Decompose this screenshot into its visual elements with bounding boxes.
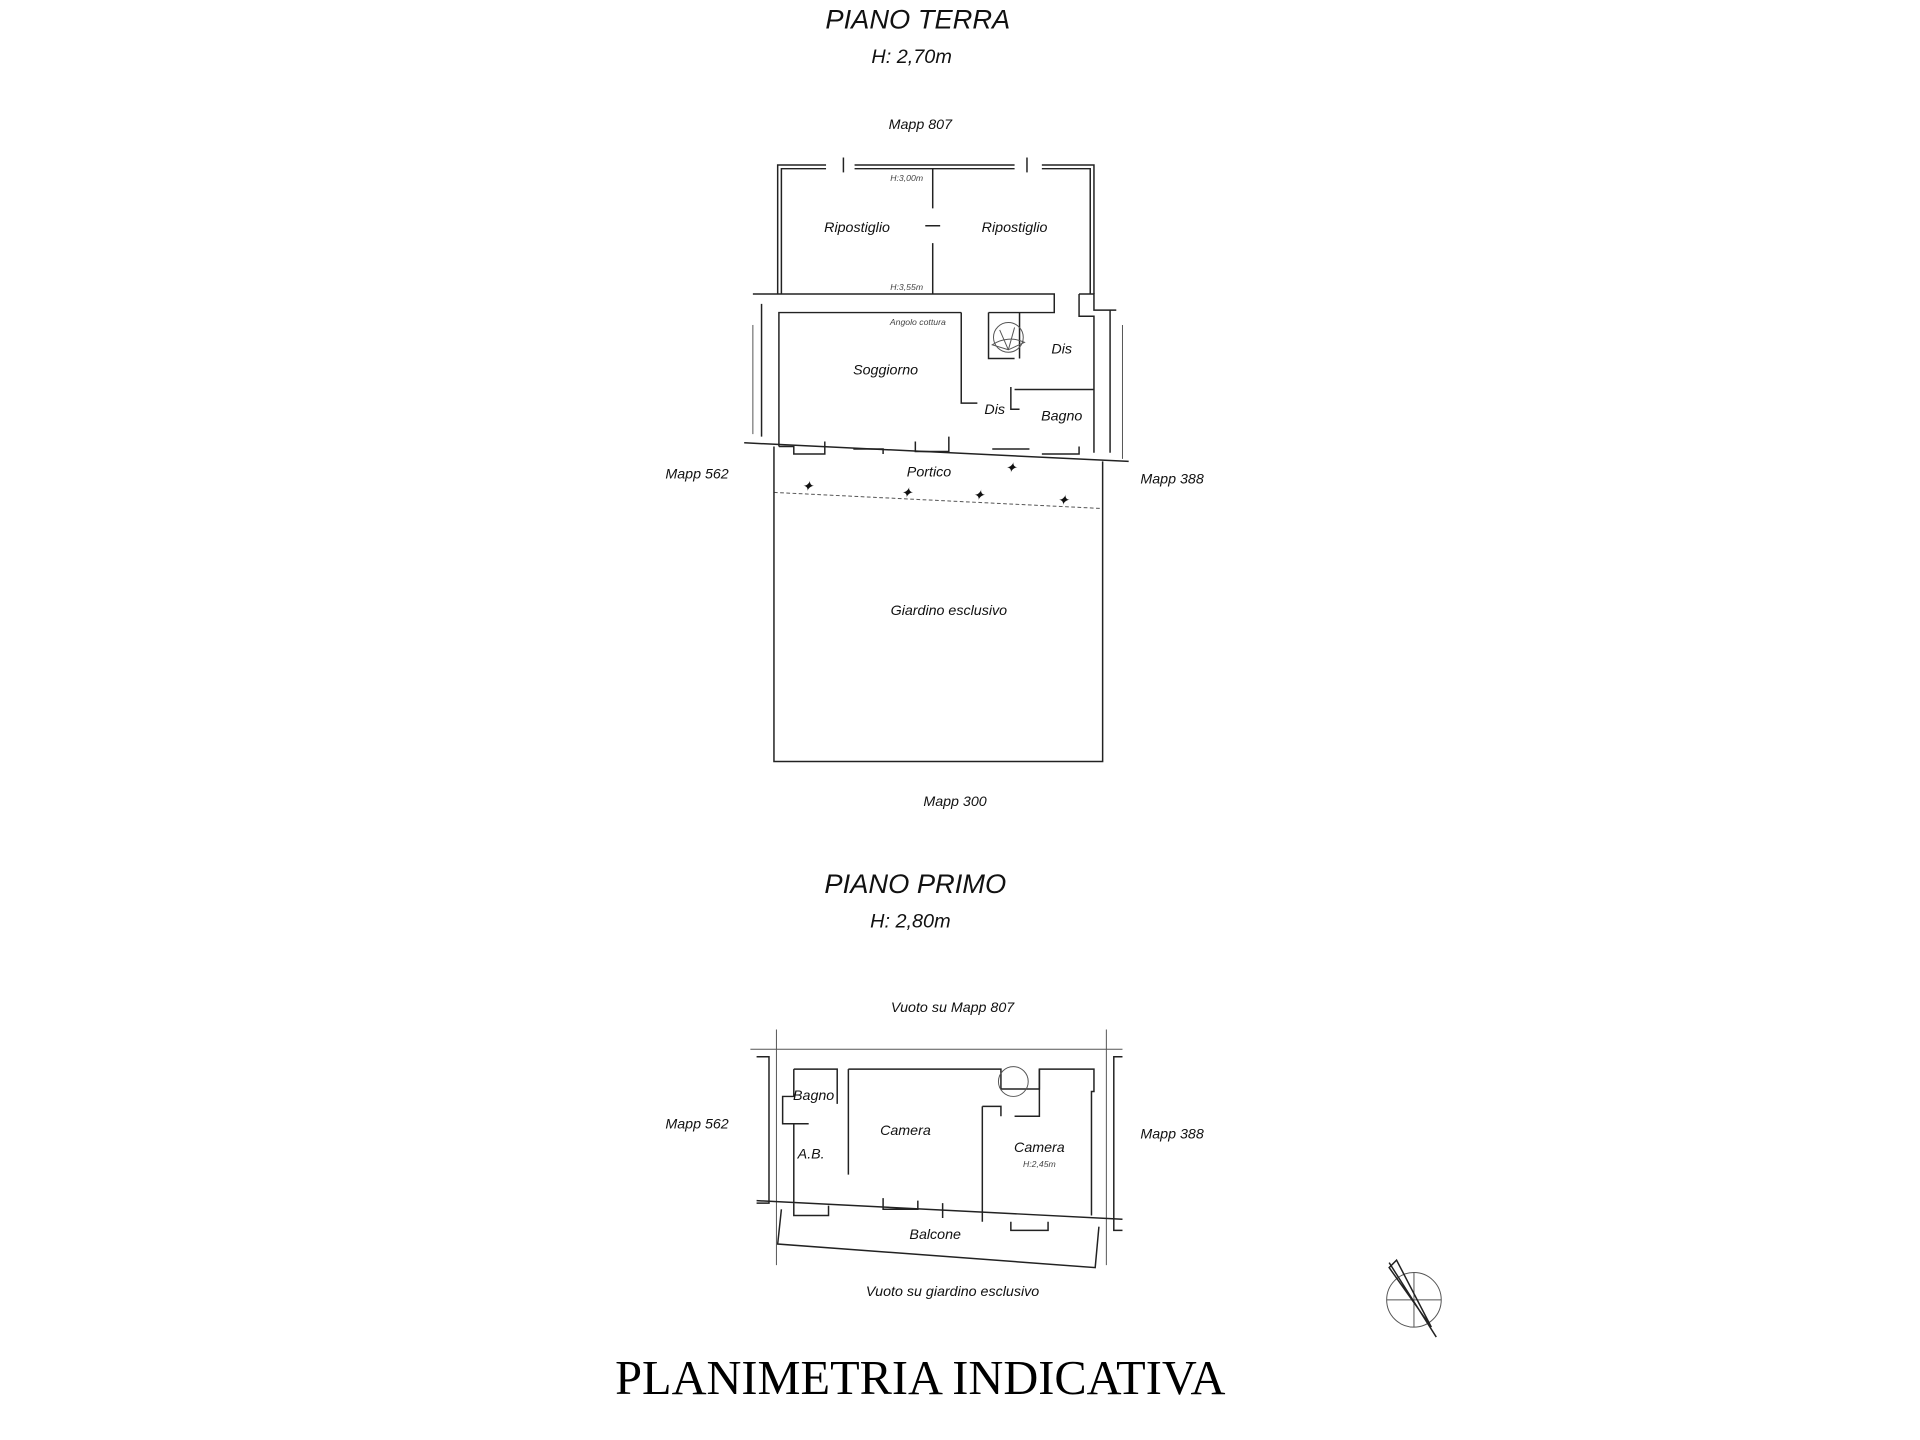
north-arrow-icon <box>1386 1258 1442 1338</box>
first-floor-title: PIANO PRIMO <box>824 868 1006 899</box>
storage-height-top: H:3,00m <box>890 173 923 183</box>
room-ripostiglio-left: Ripostiglio <box>824 220 890 236</box>
column-marker: ✦ <box>901 485 914 501</box>
room-ab: A.B. <box>797 1146 825 1162</box>
column-marker: ✦ <box>801 479 814 495</box>
ground-floor-walls: ✦ ✦ ✦ ✦ ✦ <box>744 157 1129 763</box>
ground-north-label: Mapp 807 <box>889 117 953 133</box>
footer-title: PLANIMETRIA INDICATIVA <box>615 1352 1225 1405</box>
room-soggiorno: Soggiorno <box>853 363 918 379</box>
ground-floor-height: H: 2,70m <box>871 46 951 68</box>
first-north-label: Vuoto su Mapp 807 <box>891 1000 1015 1016</box>
kitchen-corner-label: Angolo cottura <box>889 317 946 327</box>
room-bagno-first: Bagno <box>793 1088 834 1104</box>
column-marker: ✦ <box>973 488 986 504</box>
room-balcone: Balcone <box>909 1227 961 1243</box>
first-floor-height: H: 2,80m <box>870 911 950 933</box>
camera-right-height: H:2,45m <box>1023 1159 1056 1169</box>
storage-height-bottom: H:3,55m <box>890 282 923 292</box>
room-giardino: Giardino esclusivo <box>891 603 1008 619</box>
first-south-label: Vuoto su giardino esclusivo <box>866 1284 1039 1300</box>
room-portico: Portico <box>907 464 951 480</box>
first-west-label: Mapp 562 <box>665 1117 728 1133</box>
first-east-label: Mapp 388 <box>1140 1127 1203 1143</box>
room-bagno-ground: Bagno <box>1041 408 1082 424</box>
room-camera-left: Camera <box>880 1123 931 1139</box>
room-ripostiglio-right: Ripostiglio <box>982 220 1048 236</box>
column-marker: ✦ <box>1057 493 1070 509</box>
first-floor-walls <box>750 1029 1123 1269</box>
room-camera-right: Camera <box>1014 1140 1065 1156</box>
column-marker: ✦ <box>1005 461 1018 477</box>
ground-south-label: Mapp 300 <box>923 794 986 810</box>
ground-east-label: Mapp 388 <box>1140 472 1203 488</box>
room-dis-lower: Dis <box>984 402 1005 418</box>
ground-west-label: Mapp 562 <box>665 467 728 483</box>
ground-floor-title: PIANO TERRA <box>825 4 1010 35</box>
room-dis-upper: Dis <box>1051 341 1072 357</box>
